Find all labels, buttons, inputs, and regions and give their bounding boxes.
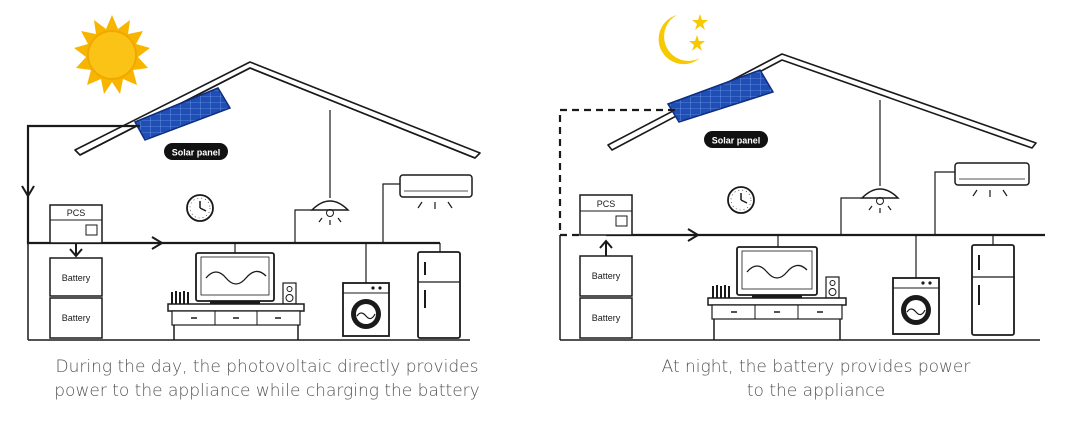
- ceiling-lamp-icon: [310, 110, 350, 225]
- svg-text:Battery: Battery: [592, 313, 621, 323]
- decor-books: [171, 291, 189, 304]
- clock-icon: [727, 186, 755, 214]
- solar-panel-icon: [133, 87, 232, 141]
- star-icon: [689, 35, 705, 51]
- pcs-unit: PCS: [579, 194, 633, 236]
- decor-books: [712, 285, 730, 298]
- clock-icon: [186, 194, 214, 222]
- svg-text:Battery: Battery: [62, 313, 91, 323]
- refrigerator-icon: [971, 244, 1015, 336]
- sun-icon: [74, 15, 150, 94]
- television-icon: [736, 246, 818, 299]
- battery-bottom: Battery: [579, 297, 633, 339]
- battery-bottom: Battery: [49, 297, 103, 339]
- battery-top: Battery: [579, 255, 633, 297]
- day-scene: Solar panel PCS Battery Battery: [21, 15, 481, 341]
- ceiling-lamp-icon: [860, 100, 900, 213]
- night-caption-line2: to the appliance: [746, 381, 886, 401]
- arrow-right-icon: [687, 228, 700, 242]
- battery-top: Battery: [49, 257, 103, 297]
- arrow-from-battery-icon: [599, 239, 613, 256]
- star-icon: [692, 14, 708, 30]
- speaker-icon: [825, 276, 840, 299]
- tv-cabinet-icon: [707, 297, 847, 340]
- air-conditioner-icon: [399, 174, 473, 209]
- svg-text:Solar panel: Solar panel: [172, 148, 221, 158]
- roof: [74, 61, 481, 159]
- arrow-to-battery-icon: [69, 244, 83, 258]
- night-caption-line1: At night, the battery provides power: [661, 357, 971, 377]
- moon-icon: [658, 15, 700, 65]
- washing-machine-icon: [892, 277, 940, 335]
- svg-text:Solar panel: Solar panel: [712, 136, 761, 146]
- tv-cabinet-icon: [167, 303, 305, 340]
- svg-text:PCS: PCS: [597, 199, 616, 209]
- speaker-icon: [282, 282, 297, 305]
- refrigerator-icon: [417, 251, 461, 339]
- air-conditioner-icon: [954, 162, 1030, 197]
- night-caption: At night, the battery provides power to …: [566, 355, 1066, 403]
- arrow-right-icon: [151, 236, 164, 250]
- night-scene: Solar panel PCS Battery Battery: [558, 14, 1045, 341]
- television-icon: [195, 252, 275, 305]
- day-caption-line2: power to the appliance while charging th…: [54, 381, 480, 401]
- solar-panel-icon: [666, 69, 775, 123]
- solar-panel-label: Solar panel: [164, 143, 228, 160]
- svg-text:Battery: Battery: [592, 271, 621, 281]
- day-caption: During the day, the photovoltaic directl…: [17, 355, 517, 403]
- solar-panel-label: Solar panel: [704, 131, 768, 148]
- washing-machine-icon: [342, 282, 390, 337]
- pcs-unit: PCS: [49, 204, 103, 244]
- svg-text:Battery: Battery: [62, 273, 91, 283]
- svg-text:PCS: PCS: [67, 208, 86, 218]
- day-caption-line1: During the day, the photovoltaic directl…: [55, 357, 479, 377]
